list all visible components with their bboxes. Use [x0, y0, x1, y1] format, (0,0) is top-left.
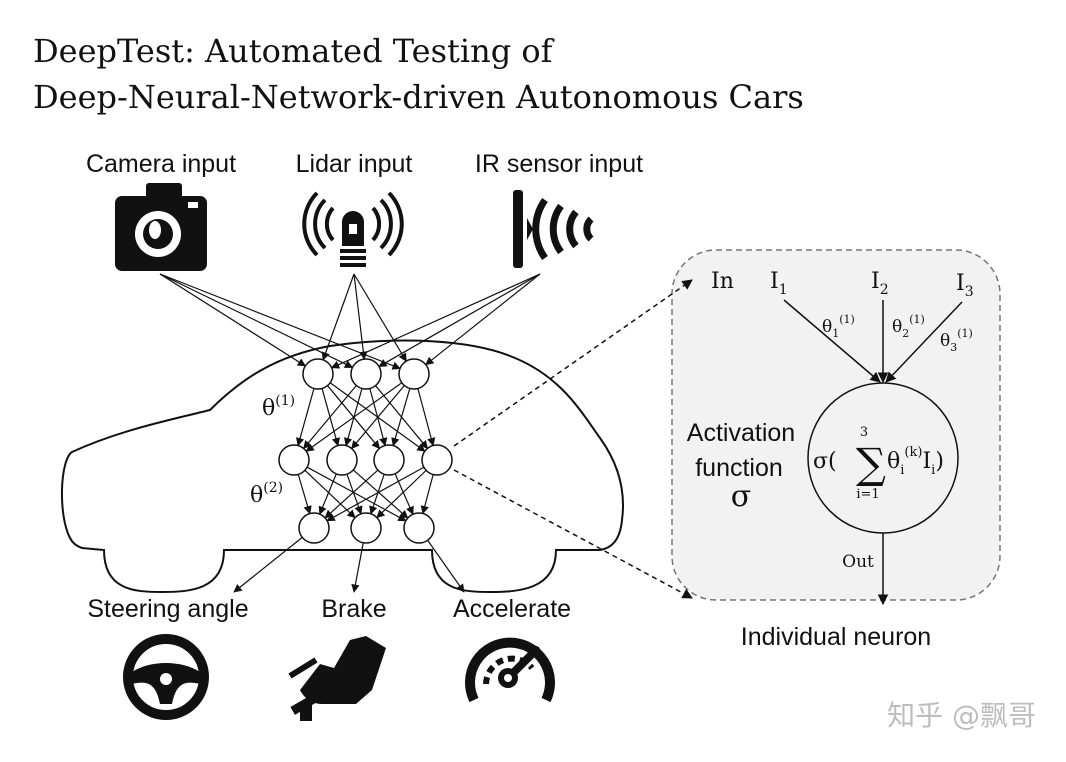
activation-symbol: σ — [731, 479, 751, 514]
network-edge-l0-2-0 — [305, 382, 403, 452]
title-line-1: DeepTest: Automated Testing of — [33, 32, 555, 70]
neuron-weight-2-label: θ2(1) — [892, 313, 925, 340]
input-edge-1-2 — [353, 273, 407, 362]
svg-text:∑: ∑ — [856, 439, 886, 488]
steering-wheel-icon — [123, 634, 209, 720]
theta-1-label: θ(1) — [262, 393, 295, 421]
network-edge-l1-0-2 — [306, 466, 407, 522]
svg-text:3: 3 — [860, 425, 868, 440]
network-edge-l1-2-2 — [394, 473, 414, 516]
neuron-input-arrow-1 — [783, 299, 881, 383]
input-edge-2-2 — [425, 273, 541, 366]
neuron-l2-2 — [326, 444, 358, 476]
network-edge-l0-2-2 — [391, 388, 411, 447]
neuron-l3-3 — [403, 512, 435, 544]
neuron-input-2-label: I2 — [871, 269, 889, 298]
brake-pedal-icon — [288, 636, 386, 721]
neuron-l2-4 — [421, 444, 453, 476]
network-edge-l1-2-1 — [369, 474, 385, 515]
network-edge-l1-1-2 — [352, 469, 409, 519]
network-edge-l1-2-0 — [324, 469, 379, 519]
svg-text:σ(: σ( — [813, 449, 837, 474]
neuron-l1-3 — [398, 358, 430, 390]
input-edge-0-1 — [159, 273, 354, 368]
title-line-2: Deep-Neural-Network-driven Autonomous Ca… — [33, 78, 804, 116]
speedometer-icon — [465, 637, 555, 703]
activation-label-line-1: Activation — [687, 419, 795, 447]
input-edge-1-0 — [321, 273, 355, 361]
camera-input-label: Camera input — [86, 150, 236, 178]
network-edge-l0-2-1 — [351, 385, 405, 450]
activation-label-line-2: function — [695, 454, 783, 482]
neuron-out-label: Out — [842, 552, 874, 572]
output-edge-0 — [233, 536, 303, 593]
neuron-detail-panel — [671, 249, 1001, 601]
output-edge-2 — [427, 539, 465, 593]
network-edge-l1-1-0 — [318, 473, 337, 515]
neuron-l1-1 — [302, 358, 334, 390]
network-edge-l0-2-3 — [417, 388, 436, 447]
network-edge-l1-3-1 — [376, 469, 427, 519]
neuron-l2-1 — [278, 444, 310, 476]
neuron-l1-2 — [350, 358, 382, 390]
neuron-l2-3 — [373, 444, 405, 476]
network-edge-l0-1-0 — [303, 385, 357, 450]
zoom-connector-bottom — [453, 469, 693, 599]
ir-sensor-input-label: IR sensor input — [475, 150, 643, 178]
neuron-input-1-label: I1 — [770, 269, 788, 298]
accelerate-label: Accelerate — [453, 595, 571, 623]
zoom-connector-top — [453, 279, 693, 447]
network-edge-l1-3-2 — [420, 474, 434, 515]
network-edges — [159, 273, 541, 593]
activation-formula: σ( ∑ 3 i=1 θi(k)Ii) — [813, 425, 944, 502]
car-outline — [61, 339, 624, 594]
camera-icon — [115, 183, 207, 271]
steering-angle-label: Steering angle — [87, 595, 248, 623]
output-edge-1 — [351, 542, 364, 593]
svg-text:θi(k)Ii): θi(k)Ii) — [887, 445, 944, 478]
network-edge-l1-0-0 — [297, 474, 312, 515]
svg-text:i=1: i=1 — [856, 487, 879, 502]
input-edge-0-0 — [159, 273, 307, 367]
input-edge-2-0 — [330, 273, 541, 369]
lidar-input-label: Lidar input — [296, 150, 413, 178]
neuron-l3-1 — [298, 512, 330, 544]
watermark-text: 知乎 @飘哥 — [887, 699, 1036, 732]
lidar-icon — [302, 191, 404, 267]
network-neurons — [278, 358, 453, 544]
neuron-input-arrow-3 — [885, 301, 963, 383]
input-edge-2-1 — [378, 273, 541, 368]
individual-neuron-caption: Individual neuron — [741, 623, 931, 651]
ir-sensor-icon — [513, 190, 594, 268]
network-edge-l0-0-0 — [296, 388, 315, 447]
neuron-weight-1-label: θ1(1) — [822, 313, 855, 340]
brake-label: Brake — [321, 595, 386, 623]
neuron-l3-2 — [350, 512, 382, 544]
input-edge-1-1 — [353, 273, 368, 360]
network-edge-l1-3-0 — [326, 466, 425, 522]
neuron-weight-3-label: θ3(1) — [940, 327, 973, 354]
theta-2-label: θ(2) — [250, 480, 283, 508]
neuron-input-3-label: I3 — [956, 271, 974, 300]
neuron-in-label: In — [711, 269, 734, 294]
network-edge-l1-1-1 — [346, 473, 363, 515]
